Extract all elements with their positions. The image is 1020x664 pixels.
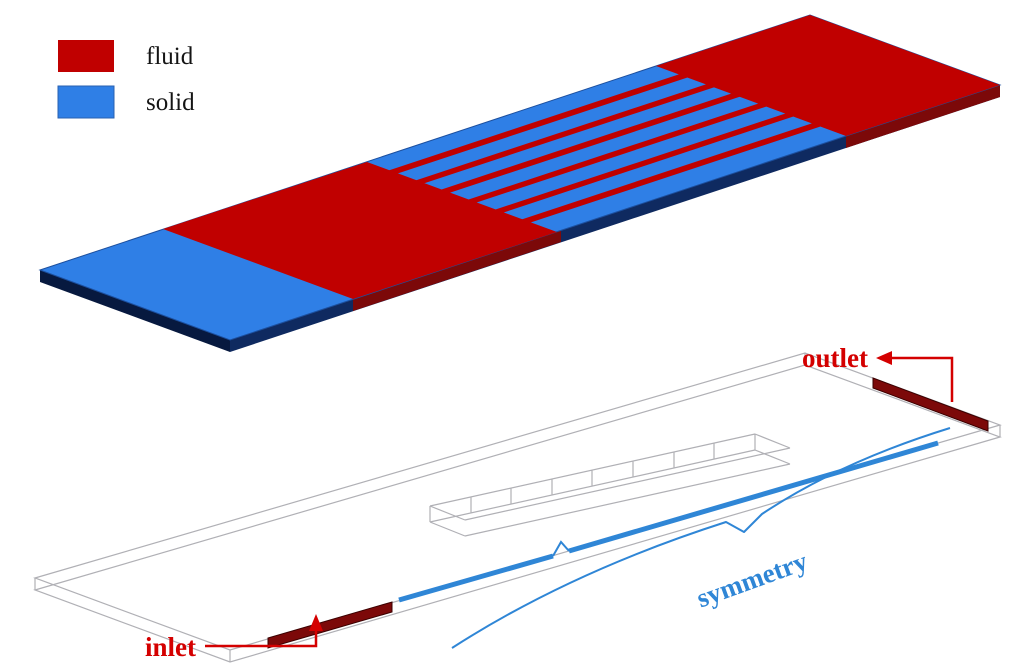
symmetry-brace [451,427,951,649]
legend-label-fluid: fluid [146,43,194,70]
legend-label-solid: solid [146,89,195,116]
inlet-patch [267,601,393,649]
fluid-outlet-manifold [656,15,1000,136]
wireframe-bottom-face [33,364,1002,663]
wireframe-domain [33,352,1002,663]
annotations: inlet outlet symmetry [145,343,954,662]
plate-end-face [40,270,230,352]
fluid-channel [431,91,748,196]
inlet-arrowhead [309,614,323,631]
outlet-arrow [892,356,954,402]
legend-swatch-fluid [58,40,114,72]
outlet-patch [872,377,989,432]
fluid-inlet-manifold [163,162,557,299]
fluid-channel [485,111,801,216]
plate-3d-colored [38,14,1002,352]
wireframe-corner-edges [34,353,1001,662]
inlet-arrow [205,630,318,648]
symmetry-edge-highlight-near [398,553,554,603]
fluid-channel [458,101,774,206]
fluid-channel [405,82,721,187]
fluid-side-strip-outlet [846,85,1000,148]
symmetry-edge-highlights [398,440,939,603]
outlet-label: outlet [802,343,868,373]
fluid-channels [378,72,828,226]
fluid-channel [511,121,828,226]
outlet-arrowhead [876,351,892,365]
symmetry-edge-notch [552,540,570,557]
symmetry-edge-highlight-far [568,440,939,554]
legend-swatch-solid [57,85,115,119]
fluid-channel [378,72,695,177]
wireframe-top-face [33,352,1002,651]
inlet-label: inlet [145,632,196,662]
wireframe-channel-comb [429,433,791,537]
legend: fluid solid [57,40,195,119]
symmetry-label: symmetry [693,546,812,614]
fluid-side-strip-inlet [353,230,561,311]
